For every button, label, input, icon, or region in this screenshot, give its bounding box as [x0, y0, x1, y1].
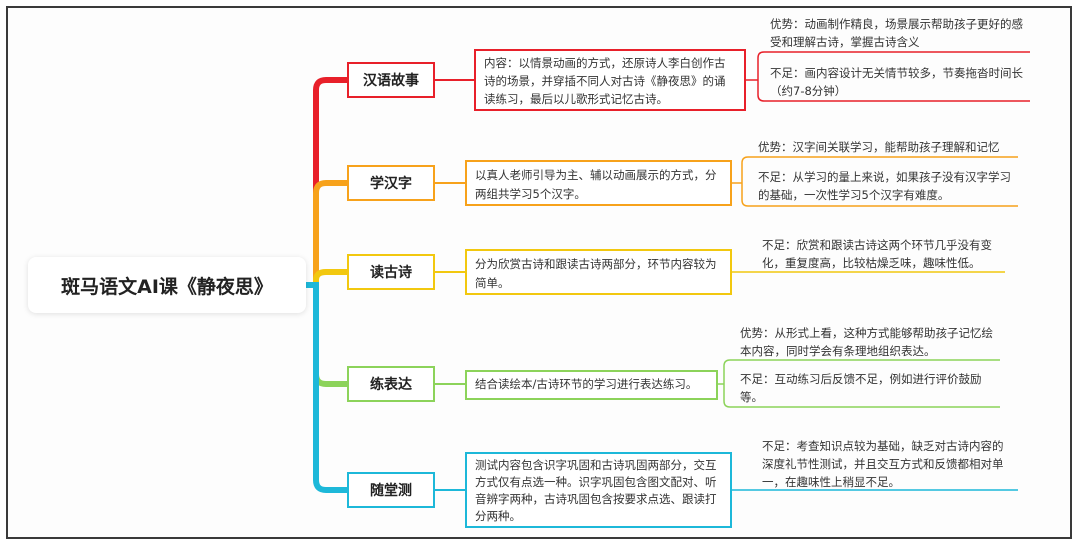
trunk-orange [306, 180, 347, 288]
note-express-1: 优势：从形式上看，这种方式能够帮助孩子记忆绘本内容，同时学会有条理地组织表达。 [740, 326, 993, 358]
note-quiz-1: 不足：考查知识点较为基础，缺乏对古诗内容的深度礼节性测试，并且交互方式和反馈都相… [762, 439, 1004, 489]
note-hanzi-2: 不足：从学习的量上来说，如果孩子没有汉字学习的基础，一次性学习5个汉字有难度。 [758, 170, 1011, 202]
note-express-2: 不足：互动练习后反馈不足，例如进行评价鼓励等。 [740, 372, 982, 404]
note-hanzi-1: 优势：汉字间关联学习，能帮助孩子理解和记忆 [758, 140, 1000, 154]
topic-quiz[interactable]: 随堂测 [347, 472, 435, 508]
topic-label: 学汉字 [370, 176, 412, 192]
content-text: 测试内容包含识字巩固和古诗巩固两部分，交互方式仅有点选一种。识字巩固包含图文配对… [475, 458, 717, 523]
root-label: 斑马语文AI课《静夜思》 [61, 275, 273, 298]
topic-express[interactable]: 练表达 [347, 366, 435, 402]
topic-label: 读古诗 [370, 265, 412, 281]
content-express: 结合读绘本/古诗环节的学习进行表达练习。 [465, 370, 718, 400]
topic-label: 汉语故事 [363, 73, 419, 89]
content-read: 分为欣赏古诗和跟读古诗两部分，环节内容较为简单。 [465, 249, 732, 295]
content-text: 分为欣赏古诗和跟读古诗两部分，环节内容较为简单。 [475, 257, 717, 290]
bracket-hanzi [732, 156, 1018, 207]
topic-story[interactable]: 汉语故事 [347, 62, 435, 98]
content-text: 结合读绘本/古诗环节的学习进行表达练习。 [475, 377, 698, 391]
bracket-express [718, 359, 1000, 408]
trunk-red [306, 77, 347, 288]
trunk-yellow [306, 269, 347, 288]
note-story-2: 不足：画内容设计无关情节较多，节奏拖沓时间长（约7-8分钟） [770, 66, 1023, 98]
trunk-green [306, 282, 347, 387]
content-story: 内容：以情景动画的方式，还原诗人李白创作古诗的场景，并穿插不同人对古诗《静夜思》… [474, 49, 746, 111]
topic-label: 随堂测 [370, 483, 412, 499]
note-story-1: 优势：动画制作精良，场景展示帮助孩子更好的感受和理解古诗，掌握古诗含义 [770, 17, 1023, 49]
content-quiz: 测试内容包含识字巩固和古诗巩固两部分，交互方式仅有点选一种。识字巩固包含图文配对… [465, 452, 732, 528]
content-text: 以真人老师引导为主、辅以动画展示的方式，分两组共学习5个汉字。 [475, 168, 717, 201]
bracket-story [746, 51, 1030, 102]
root-node[interactable]: 斑马语文AI课《静夜思》 [28, 257, 306, 313]
trunk-cyan [306, 282, 347, 493]
content-text: 内容：以情景动画的方式，还原诗人李白创作古诗的场景，并穿插不同人对古诗《静夜思》… [484, 56, 726, 106]
content-hanzi: 以真人老师引导为主、辅以动画展示的方式，分两组共学习5个汉字。 [465, 160, 732, 206]
topic-read[interactable]: 读古诗 [347, 254, 435, 290]
note-read-1: 不足：欣赏和跟读古诗这两个环节几乎没有变化，重复度高，比较枯燥乏味，趣味性低。 [762, 238, 992, 270]
topic-label: 练表达 [370, 377, 412, 393]
topic-hanzi[interactable]: 学汉字 [347, 165, 435, 201]
